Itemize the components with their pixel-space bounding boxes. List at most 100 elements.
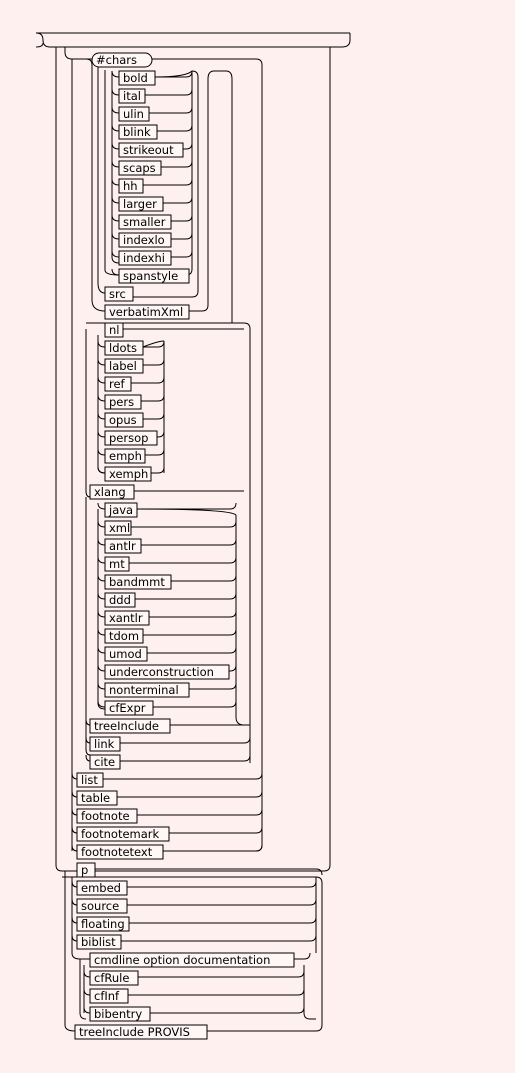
terminal-scaps: scaps bbox=[118, 160, 162, 176]
terminal-label: embed bbox=[81, 881, 121, 895]
terminal-box bbox=[76, 898, 128, 914]
terminal-embed: embed bbox=[76, 880, 128, 896]
terminal-label: xml bbox=[109, 521, 130, 535]
terminal-label: source bbox=[81, 899, 119, 913]
terminal-label: footnotetext bbox=[81, 845, 153, 859]
terminal-label: blink bbox=[123, 125, 151, 139]
terminal-treeinclude: treeInclude bbox=[89, 718, 171, 734]
terminal-label: tdom bbox=[109, 629, 139, 643]
terminal-label: treeInclude PROVIS bbox=[79, 1025, 190, 1039]
terminal-biblist: biblist bbox=[76, 934, 122, 950]
terminal-footnote: footnote bbox=[76, 808, 138, 824]
terminal-java: java bbox=[104, 502, 138, 518]
terminal-box bbox=[104, 376, 132, 392]
terminal-box bbox=[118, 178, 144, 194]
terminal-box bbox=[118, 142, 184, 158]
terminal-floating: floating bbox=[76, 916, 130, 932]
terminal-box bbox=[89, 1006, 151, 1022]
terminal-label: src bbox=[109, 287, 126, 301]
terminal-pers: pers bbox=[104, 394, 142, 410]
terminal-box bbox=[74, 1024, 208, 1040]
terminal-verbatimxml: verbatimXml bbox=[104, 304, 190, 320]
terminal-box bbox=[118, 160, 162, 176]
terminal-xml: xml bbox=[104, 520, 132, 536]
terminal-box bbox=[118, 106, 150, 122]
terminal-cmdline-option-documentation: cmdline option documentation bbox=[89, 952, 295, 968]
terminal-label: cfExpr bbox=[109, 701, 146, 715]
terminal-nonterminal: nonterminal bbox=[104, 682, 190, 698]
terminal-label: java bbox=[108, 503, 133, 517]
terminal-box bbox=[118, 88, 146, 104]
terminal-box bbox=[89, 754, 121, 770]
terminal-bibentry: bibentry bbox=[89, 1006, 151, 1022]
terminal-box bbox=[104, 556, 130, 572]
terminal-label: p bbox=[81, 863, 88, 877]
terminal-umod: umod bbox=[104, 646, 148, 662]
syntax-rails bbox=[35, 32, 351, 1032]
terminal-label: bold bbox=[123, 71, 148, 85]
terminal-label: biblist bbox=[81, 935, 116, 949]
terminal-source: source bbox=[76, 898, 128, 914]
terminal-box bbox=[118, 268, 190, 284]
terminal-box bbox=[104, 322, 124, 338]
terminal-box bbox=[104, 592, 136, 608]
terminal-box bbox=[104, 340, 144, 356]
terminal-label: hh bbox=[123, 179, 138, 193]
terminal-tdom: tdom bbox=[104, 628, 144, 644]
terminal-label: bandmmt bbox=[109, 575, 165, 589]
terminal-label: antlr bbox=[109, 539, 136, 553]
terminal-label: treeInclude bbox=[94, 719, 159, 733]
terminal-label: ref bbox=[109, 377, 126, 391]
terminal-label: ldots bbox=[109, 341, 137, 355]
terminal-label: spanstyle bbox=[123, 269, 178, 283]
terminal-label: indexhi bbox=[123, 251, 165, 265]
terminal-label: opus bbox=[109, 413, 137, 427]
terminal-box bbox=[104, 286, 134, 302]
terminal-label: cmdline option documentation bbox=[94, 953, 270, 967]
terminal-chars: #chars bbox=[91, 52, 153, 68]
terminal-opus: opus bbox=[104, 412, 144, 428]
terminal-box bbox=[89, 970, 139, 986]
terminal-box bbox=[76, 826, 170, 842]
terminal-label: underconstruction bbox=[109, 665, 214, 679]
terminal-link: link bbox=[89, 736, 121, 752]
terminal-treeinclude-provis: treeInclude PROVIS bbox=[74, 1024, 208, 1040]
terminal-ulin: ulin bbox=[118, 106, 150, 122]
terminal-ldots: ldots bbox=[104, 340, 144, 356]
terminal-cfexpr: cfExpr bbox=[104, 700, 154, 716]
terminal-smaller: smaller bbox=[118, 214, 172, 230]
terminal-label: xemph bbox=[109, 467, 148, 481]
terminal-ital: ital bbox=[118, 88, 146, 104]
terminal-box bbox=[104, 520, 132, 536]
terminal-box bbox=[76, 772, 104, 788]
terminal-box bbox=[89, 988, 129, 1004]
terminal-box bbox=[91, 52, 153, 68]
terminal-box bbox=[76, 934, 122, 950]
terminal-larger: larger bbox=[118, 196, 164, 212]
terminal-box bbox=[104, 610, 150, 626]
terminal-table: table bbox=[76, 790, 118, 806]
terminal-box bbox=[104, 358, 144, 374]
terminal-label: mt bbox=[109, 557, 125, 571]
terminal-box bbox=[118, 196, 164, 212]
terminal-label: verbatimXml bbox=[109, 305, 183, 319]
terminal-list: list bbox=[76, 772, 104, 788]
terminal-label: umod bbox=[109, 647, 142, 661]
terminal-box bbox=[104, 700, 154, 716]
syntax-terminals: #charsbolditalulinblinkstrikeoutscapshhl… bbox=[74, 52, 295, 1040]
terminal-emph: emph bbox=[104, 448, 146, 464]
terminal-box bbox=[118, 70, 156, 86]
terminal-box bbox=[104, 412, 144, 428]
terminal-box bbox=[76, 880, 128, 896]
terminal-box bbox=[118, 232, 172, 248]
terminal-label: link bbox=[94, 737, 115, 751]
terminal-label: smaller bbox=[123, 215, 166, 229]
terminal-xlang: xlang bbox=[89, 484, 135, 500]
terminal-mt: mt bbox=[104, 556, 130, 572]
terminal-box bbox=[104, 574, 172, 590]
terminal-label: nonterminal bbox=[109, 683, 179, 697]
terminal-label: ddd bbox=[109, 593, 131, 607]
terminal-bold: bold bbox=[118, 70, 156, 86]
terminal-label: pers bbox=[109, 395, 134, 409]
